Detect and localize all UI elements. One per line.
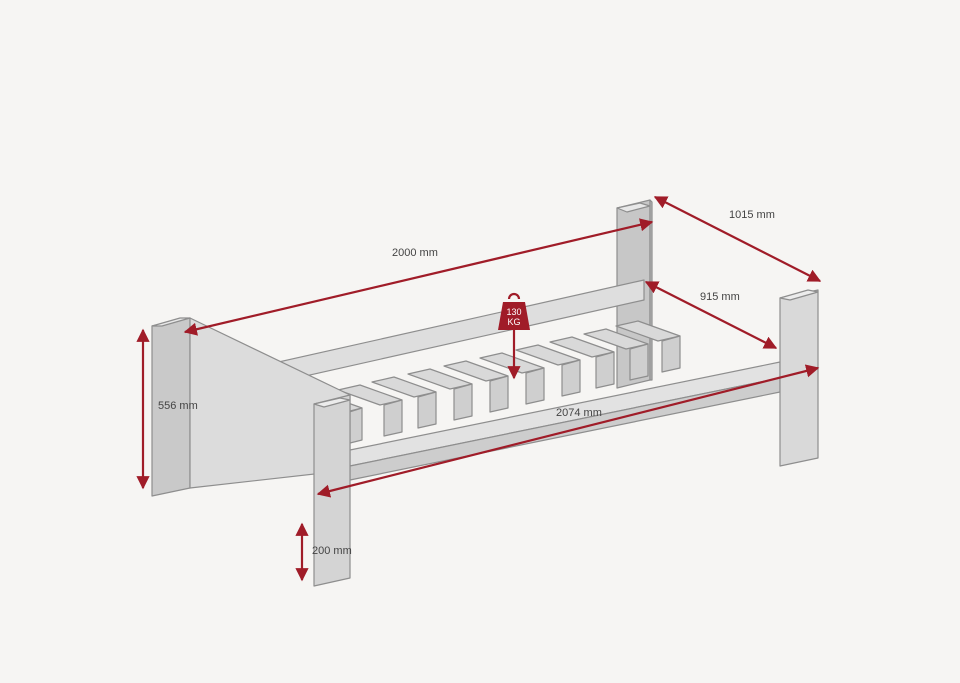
dimension-lines: [136, 196, 822, 582]
weight-value: 130: [506, 307, 521, 317]
left-headboard: [151, 317, 351, 497]
weight-badge: 130 KG: [498, 292, 530, 330]
label-200: 200 mm: [312, 545, 352, 557]
dimension-labels: 2000 mm 1015 mm 915 mm 2074 mm 556 mm 20…: [158, 209, 775, 557]
label-915: 915 mm: [700, 291, 740, 303]
length-2074-arrow: [316, 364, 820, 498]
label-556: 556 mm: [158, 400, 198, 412]
weight-unit: KG: [507, 317, 520, 327]
label-2074: 2074 mm: [556, 407, 602, 419]
label-2000: 2000 mm: [392, 247, 438, 259]
label-1015: 1015 mm: [729, 209, 775, 221]
weight-handle-icon: [507, 292, 521, 300]
width-915-arrow: [644, 281, 778, 349]
right-footboard: [779, 289, 819, 467]
width-1015-arrow: [653, 196, 822, 282]
weight-icon: [498, 302, 530, 330]
length-2000-arrow: [183, 218, 654, 336]
